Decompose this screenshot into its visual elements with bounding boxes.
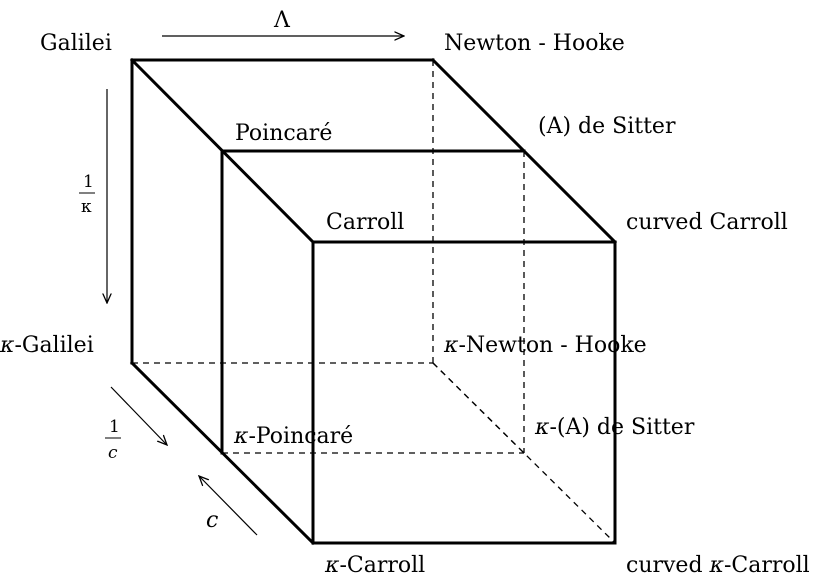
kappa-symbol: κ (443, 333, 459, 358)
kappa-de-sitter-text: -(A) de Sitter (549, 415, 694, 440)
solid-edges (129, 57, 618, 546)
vertex-kappa-de-sitter: κ-(A) de Sitter (534, 415, 695, 440)
kappa-symbol: κ (709, 553, 725, 578)
kappa-poincare-text: -Poincaré (248, 424, 353, 449)
c-arrow (199, 476, 258, 536)
vertex-curved-kappa-carroll: curved κ-Carroll (626, 553, 810, 578)
kappa-galilei-text: -Galilei (14, 333, 93, 358)
curved-kappa-carroll-text: -Carroll (724, 553, 810, 578)
vertex-curved-carroll: curved Carroll (626, 210, 788, 235)
edge-kgalilei-kcarroll (129, 360, 316, 546)
inverse-kappa-fraction: 1 κ (79, 172, 95, 217)
vertex-kappa-galilei: κ-Galilei (0, 333, 94, 358)
inverse-c-numerator: 1 (109, 417, 120, 437)
vertex-kappa-poincare: κ-Poincaré (233, 424, 353, 449)
inverse-c-fraction: 1 c (105, 417, 121, 463)
kappa-symbol: κ (233, 424, 249, 449)
vertex-kappa-carroll: κ-Carroll (324, 553, 425, 578)
edge-knewtonhooke-curvedkcarroll (432, 362, 616, 544)
kappa-carroll-text: -Carroll (339, 553, 425, 578)
inverse-c-arrow (110, 386, 167, 445)
vertex-poincare: Poincaré (235, 121, 332, 146)
vertex-carroll: Carroll (326, 210, 404, 235)
vertex-newton-hooke: Newton - Hooke (444, 31, 625, 56)
kappa-symbol: κ (0, 333, 15, 358)
inverse-kappa-denominator: κ (81, 197, 92, 217)
inverse-c-denominator: c (108, 443, 118, 463)
edge-knewtonhooke-kdesitter (432, 362, 525, 454)
c-label: c (206, 508, 218, 533)
kappa-symbol: κ (324, 553, 340, 578)
contraction-arrows (107, 36, 404, 536)
hidden-edges (132, 60, 616, 544)
vertex-kappa-newton-hooke: κ-Newton - Hooke (443, 333, 647, 358)
vertex-galilei: Galilei (40, 31, 112, 56)
inverse-kappa-numerator: 1 (83, 172, 94, 192)
lambda-label: Λ (273, 8, 291, 33)
kappa-newton-hooke-text: -Newton - Hooke (458, 333, 646, 358)
vertex-de-sitter: (A) de Sitter (538, 114, 676, 139)
curved-prefix-text: curved (626, 553, 710, 578)
kappa-symbol: κ (534, 415, 550, 440)
